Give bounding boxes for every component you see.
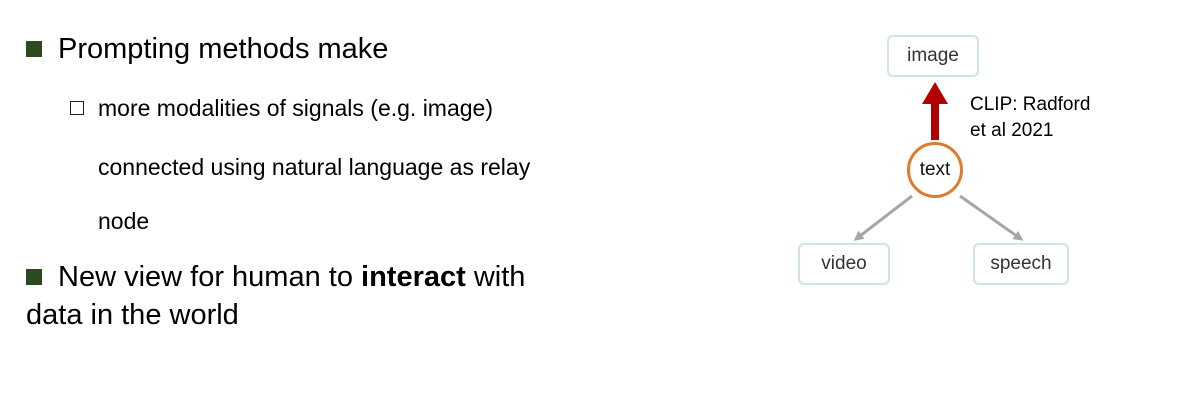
sub-bullet-continuation: connected using natural language as rela… <box>98 152 530 182</box>
node-speech: speech <box>973 243 1069 285</box>
sub-bullet-text-2: connected using natural language as rela… <box>98 154 531 180</box>
clip-citation-line2: et al 2021 <box>970 120 1054 141</box>
bullet-text-part: with <box>465 261 526 293</box>
clip-citation-line1: CLIP: Radford <box>970 94 1091 115</box>
bullet-text-line2: data in the world <box>26 299 239 331</box>
clip-citation: CLIP: Radford et al 2021 <box>970 92 1120 144</box>
bold-keyword: interact <box>361 261 466 293</box>
node-video: video <box>798 243 890 285</box>
bullet-text-part: New view for human to <box>58 261 362 293</box>
bullet-text: Prompting methods make <box>58 33 389 65</box>
node-video-label: video <box>821 253 867 274</box>
arrow-text-to-speech <box>959 194 1024 241</box>
node-image-label: image <box>907 45 959 66</box>
node-text-label: text <box>919 159 951 180</box>
sub-bullet-text: more modalities of signals (e.g. image) <box>98 95 493 121</box>
node-text: text <box>907 142 963 198</box>
sub-bullet-continuation-2: node <box>98 206 149 236</box>
bullet-list: Prompting methods make more modalities o… <box>26 33 658 331</box>
bullet-text-line1: New view for human to interact with <box>58 258 658 296</box>
node-speech-label: speech <box>990 253 1052 274</box>
arrow-text-to-video <box>853 194 913 241</box>
arrow-text-to-image-head <box>922 82 948 104</box>
sub-bullet-modalities: more modalities of signals (e.g. image) <box>70 93 493 123</box>
node-image: image <box>887 35 979 77</box>
bullet-square-icon <box>26 269 42 285</box>
hollow-square-icon <box>70 101 84 115</box>
bullet-square-icon <box>26 41 42 57</box>
sub-bullet-text-3: node <box>98 208 150 234</box>
